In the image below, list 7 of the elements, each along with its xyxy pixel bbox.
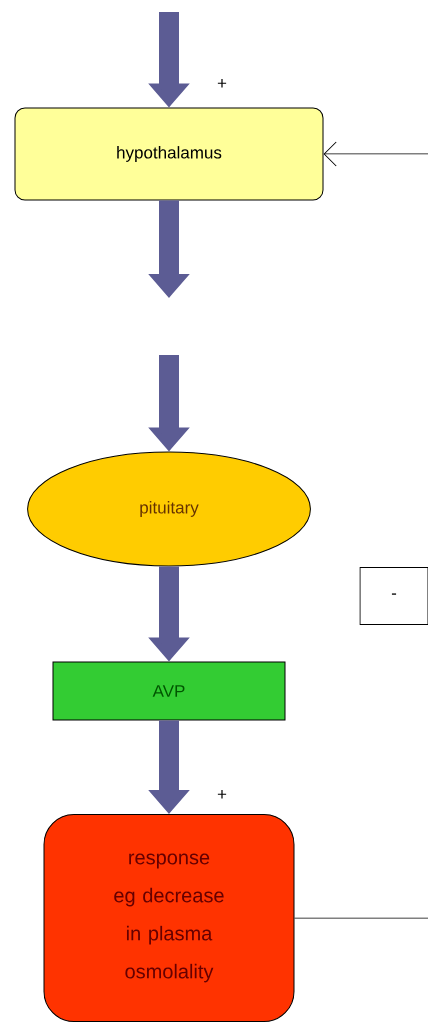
response-box: response eg decrease in plasma osmolality [43,814,295,1022]
arrow [323,141,428,167]
hormone-box: AVP [52,661,286,721]
sign-box: - [359,567,428,625]
edge-label: + [216,789,228,801]
edge-label: + [216,78,228,90]
process-box: hypothalamus [14,107,324,201]
